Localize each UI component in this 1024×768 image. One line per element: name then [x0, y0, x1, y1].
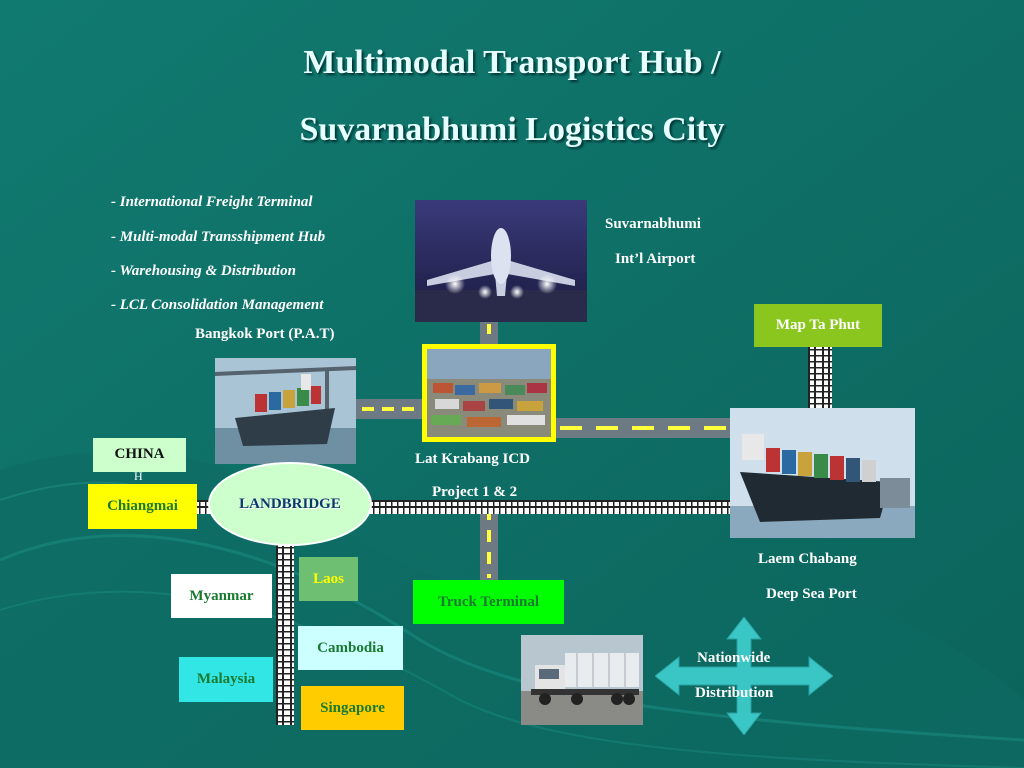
deep-sea-ship-photo	[730, 408, 915, 538]
airport-label-line-1: Suvarnabhumi	[605, 216, 701, 232]
china-label: CHINA	[114, 446, 165, 462]
bullet-freight-terminal: - International Freight Terminal	[111, 194, 313, 210]
myanmar-box: Myanmar	[171, 574, 272, 618]
truck-terminal-box: Truck Terminal	[413, 580, 564, 624]
cambodia-box: Cambodia	[298, 626, 403, 670]
bullet-lcl-consolidation: - LCL Consolidation Management	[111, 297, 324, 313]
malaysia-box: Malaysia	[179, 657, 273, 702]
landbridge-oval: LANDBRIDGE	[208, 462, 372, 546]
laem-chabang-label-line-1: Laem Chabang	[758, 551, 857, 567]
container-ship-photo	[215, 358, 356, 464]
title-line-2: Suvarnabhumi Logistics City	[299, 111, 725, 148]
china-box: CHINA	[93, 438, 186, 472]
bullet-transshipment-hub: - Multi-modal Transshipment Hub	[111, 229, 326, 245]
laem-chabang-label-line-2: Deep Sea Port	[766, 586, 857, 602]
four-way-arrow-icon	[655, 617, 833, 735]
nationwide-label-line-1: Nationwide	[697, 650, 771, 666]
chiangmai-box: Chiangmai	[88, 484, 197, 529]
icd-label-line-2: Project 1 & 2	[432, 484, 518, 500]
nationwide-label-line-2: Distribution	[695, 685, 774, 701]
airport-label-line-2: Int’l Airport	[615, 251, 696, 267]
truck-photo	[521, 635, 643, 725]
port-yard-photo	[422, 344, 556, 442]
singapore-box: Singapore	[301, 686, 404, 730]
airplane-photo	[415, 200, 587, 322]
china-sub-label: H	[134, 469, 143, 483]
map-ta-phut-box: Map Ta Phut	[754, 304, 882, 347]
laos-box: Laos	[299, 557, 358, 601]
bangkok-port-label: Bangkok Port (P.A.T)	[195, 326, 335, 342]
title-line-1: Multimodal Transport Hub /	[303, 44, 721, 81]
icd-label-line-1: Lat Krabang ICD	[415, 451, 531, 467]
bullet-warehousing: - Warehousing & Distribution	[111, 263, 296, 279]
